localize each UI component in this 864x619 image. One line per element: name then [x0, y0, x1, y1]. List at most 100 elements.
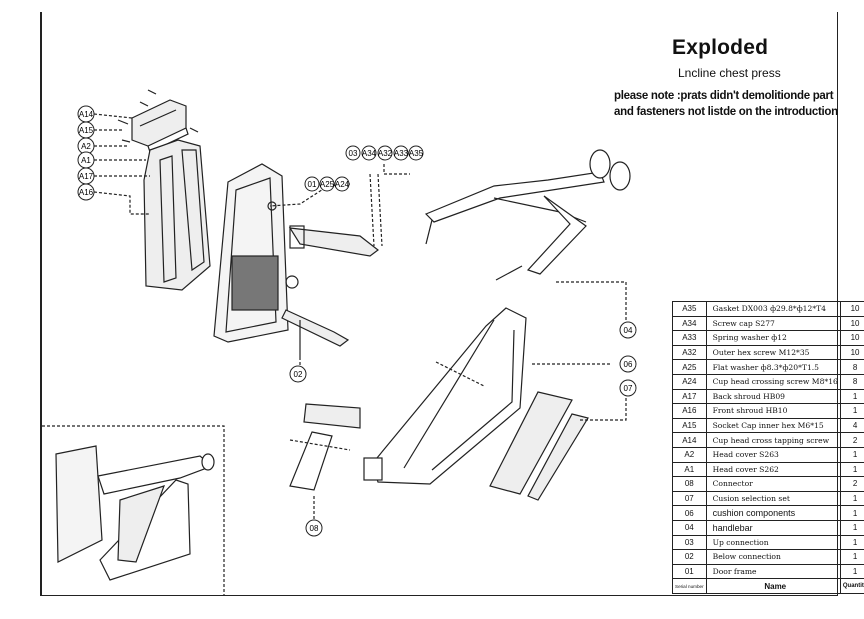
part-name: Door frame — [705, 563, 841, 580]
part-number: A33 — [672, 330, 707, 346]
svg-text:A24: A24 — [335, 180, 350, 189]
callout-07: 07 — [619, 379, 637, 397]
head-cover-part — [131, 99, 189, 153]
part-quantity: 1 — [839, 461, 864, 478]
callouts: A14 A15 A2 A1 A17 A16 01 A25 A24 03 A34 … — [77, 105, 637, 537]
part-name: Socket Cap inner hex M6*15 — [705, 417, 841, 434]
svg-text:A16: A16 — [79, 188, 94, 197]
part-number: A35 — [672, 301, 707, 317]
callout-a32: A32 — [377, 145, 393, 161]
part-quantity: 1 — [839, 505, 864, 521]
part-number: A34 — [672, 315, 707, 332]
shroud-part — [143, 139, 211, 291]
callout-04: 04 — [619, 321, 637, 339]
callout-a14: A14 — [77, 105, 95, 123]
part-quantity: 1 — [839, 388, 864, 405]
below-connection-part — [281, 309, 350, 360]
svg-text:06: 06 — [624, 360, 633, 369]
callout-01: 01 — [304, 176, 320, 192]
part-quantity: 10 — [839, 315, 864, 332]
part-quantity: 10 — [839, 301, 864, 317]
svg-text:A35: A35 — [409, 149, 424, 158]
part-quantity: 2 — [839, 476, 864, 492]
svg-text:A15: A15 — [79, 126, 94, 135]
connector-part — [289, 403, 361, 491]
cushion-selection-part — [489, 391, 589, 501]
part-number: A17 — [672, 388, 707, 405]
svg-text:A33: A33 — [394, 149, 409, 158]
part-name: Cup head crossing screw M8*16 — [705, 373, 841, 390]
column-quantity: Quantity — [839, 578, 864, 594]
callout-a24: A24 — [334, 176, 350, 192]
part-name: Below connection — [705, 549, 841, 565]
part-number: 04 — [672, 519, 707, 536]
part-number: A1 — [672, 461, 707, 478]
part-number: A24 — [672, 373, 707, 390]
part-quantity: 1 — [839, 549, 864, 565]
part-name: Outer hex screw M12*35 — [705, 344, 841, 361]
callout-a2: A2 — [77, 137, 95, 155]
part-name: Up connection — [705, 534, 841, 551]
callout-06: 06 — [619, 355, 637, 373]
part-number: A14 — [672, 432, 707, 448]
callout-a15: A15 — [77, 121, 95, 139]
svg-text:07: 07 — [624, 384, 633, 393]
part-number: 07 — [672, 490, 707, 507]
svg-text:A32: A32 — [378, 149, 393, 158]
part-quantity: 8 — [839, 373, 864, 390]
svg-text:02: 02 — [294, 370, 303, 379]
part-name: Spring washer ф12 — [705, 330, 841, 346]
drawing-subtitle: Lncline chest press — [678, 66, 781, 80]
part-quantity: 8 — [839, 359, 864, 375]
part-number: A15 — [672, 417, 707, 434]
part-quantity: 4 — [839, 417, 864, 434]
callout-a1: A1 — [77, 151, 95, 169]
part-name: Gasket DX003 ф29.8*ф12*T4 — [705, 301, 841, 317]
column-serial-number: Serial number — [672, 578, 707, 594]
callout-a17: A17 — [77, 167, 95, 185]
part-quantity: 10 — [839, 344, 864, 361]
part-number: A2 — [672, 446, 707, 463]
part-number: 08 — [672, 476, 707, 492]
part-quantity: 2 — [839, 432, 864, 448]
callout-08: 08 — [305, 519, 323, 537]
part-name: Cusion selection set — [705, 490, 841, 507]
svg-text:A34: A34 — [362, 149, 377, 158]
callout-a33: A33 — [393, 145, 409, 161]
part-number: A25 — [672, 359, 707, 375]
callout-a16: A16 — [77, 183, 95, 201]
svg-text:A14: A14 — [79, 110, 94, 119]
part-name: Screw cap S277 — [705, 315, 841, 332]
part-name: Front shroud HB10 — [705, 403, 841, 419]
part-name: cushion components — [705, 505, 841, 521]
svg-text:A2: A2 — [81, 142, 91, 151]
callout-a25: A25 — [319, 176, 335, 192]
svg-text:08: 08 — [310, 524, 319, 533]
part-name: Back shroud HB09 — [705, 388, 841, 405]
callout-a34: A34 — [361, 145, 377, 161]
column-name: Name — [705, 578, 841, 594]
part-number: 01 — [672, 563, 707, 580]
door-frame-part — [213, 163, 299, 343]
part-quantity: 1 — [839, 446, 864, 463]
callout-03: 03 — [345, 145, 361, 161]
up-connection-part — [288, 173, 383, 257]
part-name: Connector — [705, 476, 841, 492]
leader-lines — [93, 113, 627, 520]
part-quantity: 1 — [839, 490, 864, 507]
svg-text:A25: A25 — [320, 180, 335, 189]
part-name: Head cover S262 — [705, 461, 841, 478]
